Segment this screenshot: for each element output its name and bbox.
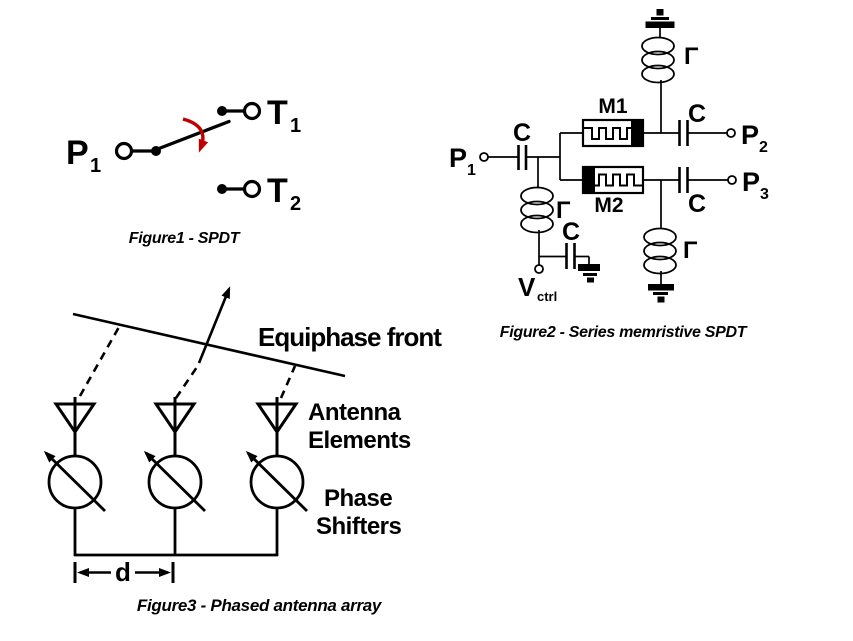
port3-label-sub: 3 [760, 186, 769, 203]
pole-label: P [66, 134, 89, 172]
throw1-label: T [267, 94, 288, 132]
spacing-dimension [73, 562, 175, 583]
phase-shifter-icon-1 [43, 450, 106, 512]
cap-input-label: C [513, 119, 531, 147]
port3-ground-icon [648, 284, 674, 303]
ray-dashed-1 [78, 326, 121, 397]
port2-terminal-circle [726, 128, 736, 138]
figure1-spdt-diagram: P 1 T 1 T 2 Figure1 - SPDT [66, 94, 301, 247]
port2-label-sub: 2 [759, 139, 768, 156]
port2-capacitor [678, 120, 689, 146]
throw1-terminal-circle [242, 101, 262, 121]
ray-dashed-3 [279, 365, 297, 399]
spacing-label: d [115, 557, 131, 587]
top-inductor-icon [641, 28, 675, 133]
port1-label-sub: 1 [467, 162, 476, 179]
vctrl-label: V [518, 272, 536, 302]
throw2-terminal-circle [242, 179, 262, 199]
phase-shifter-icon-3 [245, 450, 308, 512]
vctrl-label-sub: ctrl [537, 289, 557, 304]
cap-port2-label: C [688, 100, 706, 128]
cap-port3-label: C [688, 190, 706, 218]
ray-dashed-2 [174, 366, 199, 399]
figure2-caption: Figure2 - Series memristive SPDT [500, 324, 748, 341]
beam-direction-arrow [197, 286, 231, 364]
input-capacitor [517, 145, 528, 170]
pole-label-sub: 1 [90, 155, 101, 177]
antenna-icon-1 [53, 397, 97, 456]
inductor-bias-label: Γ [556, 197, 571, 224]
bias-capacitor [565, 243, 576, 269]
memristor-m2-icon [581, 165, 645, 195]
port1-label: P [449, 143, 467, 173]
equiphase-front-line [72, 312, 346, 378]
figure1-caption: Figure1 - SPDT [129, 230, 241, 247]
phase-shifters-label-line2: Shifters [316, 513, 402, 540]
bias-ground-icon [578, 264, 600, 283]
pole-terminal-circle [114, 141, 134, 161]
port3-inductor-icon [643, 180, 677, 284]
memristor-m1-icon [581, 118, 645, 148]
throw2-label: T [267, 172, 288, 210]
antenna-elements-label-line1: Antenna [308, 399, 402, 426]
equiphase-front-label: Equiphase front [258, 322, 442, 352]
phase-shifter-icon-2 [143, 450, 206, 512]
figure3-caption: Figure3 - Phased antenna array [137, 596, 383, 615]
top-ground-icon [645, 9, 675, 28]
port2-label: P [741, 120, 759, 150]
figure3-array-diagram: Equiphase front Antenna Elements Phase S… [43, 286, 443, 615]
port1-terminal-circle [479, 152, 489, 162]
port3-capacitor [678, 167, 689, 193]
memristor2-label: M2 [594, 194, 623, 217]
antenna-elements-label-line2: Elements [308, 427, 411, 454]
throw1-contact-dot [217, 106, 227, 116]
port3-label: P [742, 167, 760, 197]
throw2-contact-dot [217, 184, 227, 194]
antenna-icon-2 [153, 397, 197, 456]
throw2-label-sub: 2 [290, 193, 301, 215]
port3-terminal-circle [727, 175, 737, 185]
figure2-circuit-diagram: P 1 C M1 Γ C P 2 M2 C P 3 Γ C Γ V ctrl F… [449, 9, 769, 341]
vctrl-terminal-circle [534, 264, 544, 274]
switch-motion-arrow [182, 117, 209, 153]
bias-inductor-icon [520, 157, 554, 257]
throw1-label-sub: 1 [290, 115, 301, 137]
inductor-port3-label: Γ [683, 237, 698, 264]
inductor-top-label: Γ [684, 43, 699, 70]
antenna-icon-3 [255, 397, 299, 456]
switch-arm-line [157, 119, 231, 151]
phase-shifters-label-line1: Phase [324, 485, 392, 512]
memristor1-label: M1 [598, 95, 627, 118]
cap-bias-label: C [562, 218, 580, 246]
